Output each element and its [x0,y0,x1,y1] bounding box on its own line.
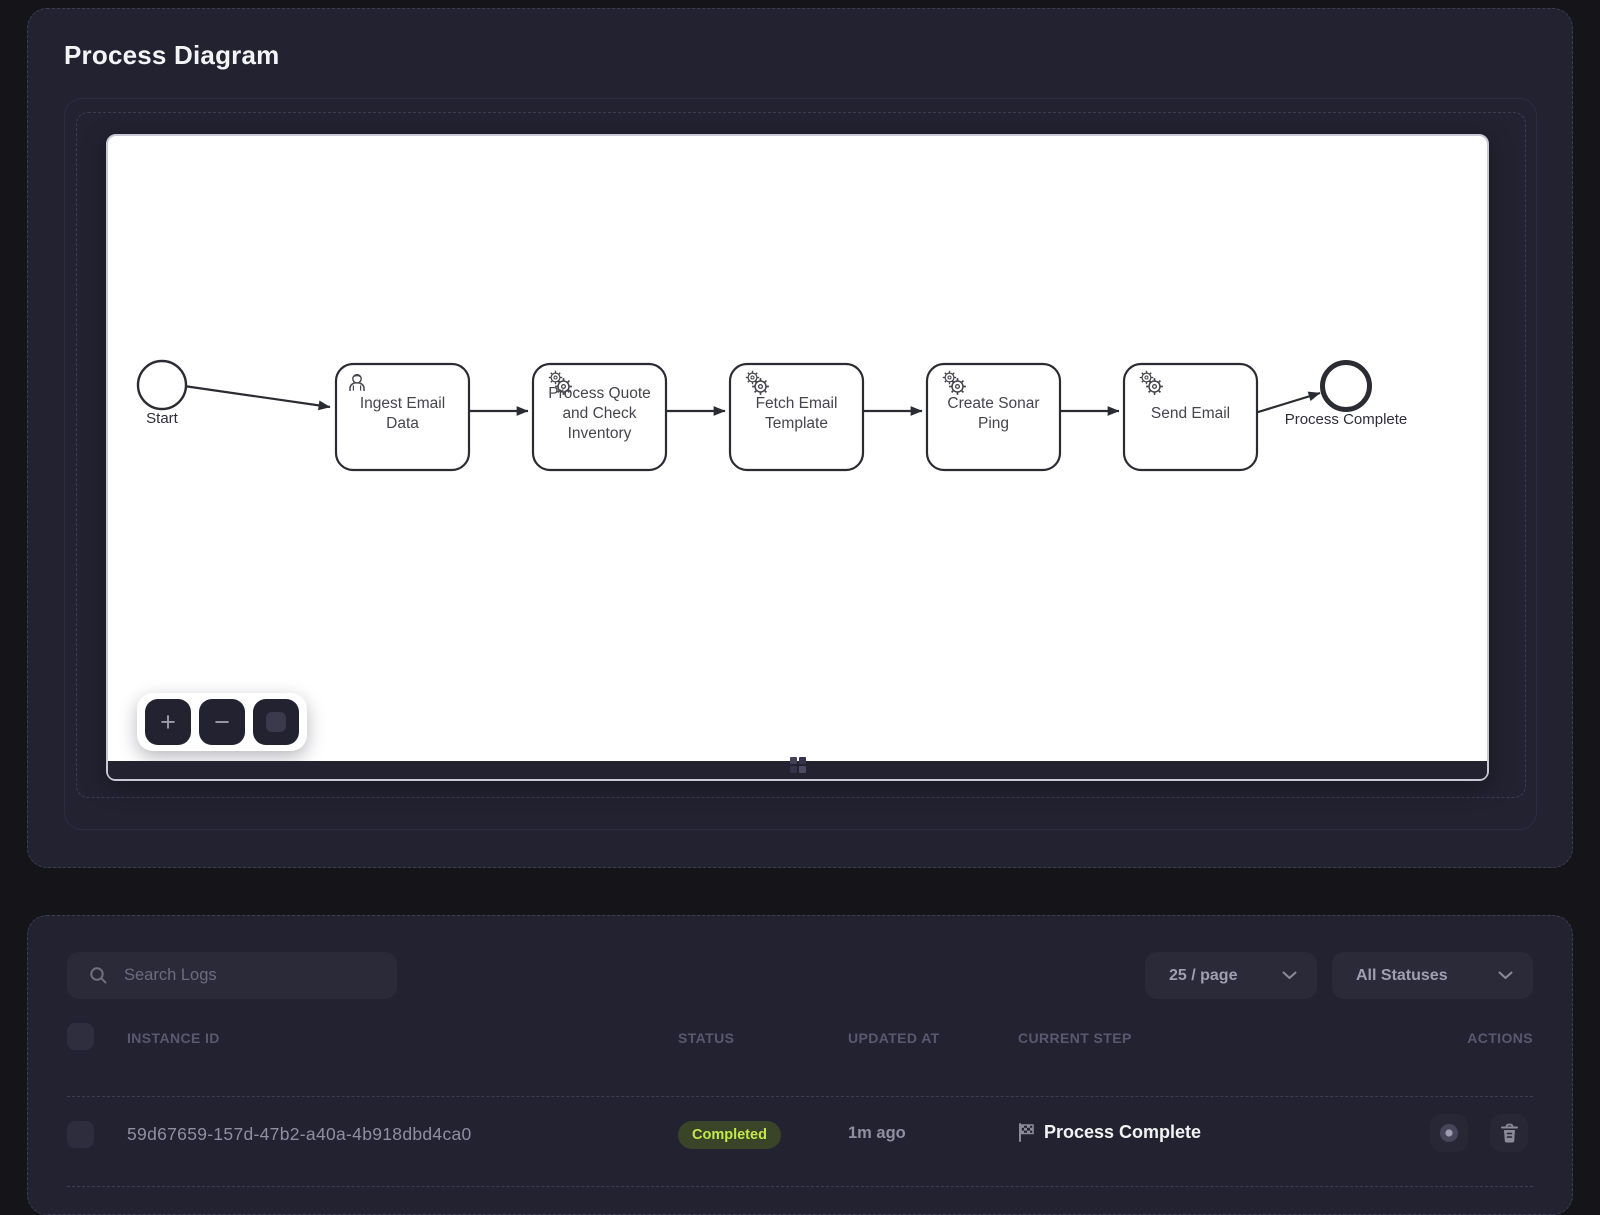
row-divider [67,1186,1533,1187]
task-send-email[interactable]: Send Email [1122,362,1259,472]
canvas-drag-handle[interactable] [789,757,806,773]
minus-icon: − [214,706,230,737]
fit-viewport-button[interactable] [253,699,299,745]
canvas-scrollbar[interactable] [108,757,1487,779]
finish-flag-icon [1019,1123,1034,1142]
zoom-in-button[interactable]: + [145,699,191,745]
search-input[interactable] [122,965,381,986]
search-logs-box [67,952,397,999]
status-filter-value: All Statuses [1356,966,1448,984]
page-size-value: 25 / page [1169,966,1238,984]
zoom-out-button[interactable]: − [199,699,245,745]
sequence-flows [183,384,1321,416]
col-updated-at: UPDATED AT [848,1030,940,1046]
end-event-label: Process Complete [1285,411,1408,428]
status-badge: Completed [678,1121,781,1149]
search-icon [90,967,107,984]
instance-id: 59d67659-157d-47b2-a40a-4b918dbd4ca0 [127,1124,472,1144]
zoom-controls: + − [137,693,307,751]
col-status: STATUS [678,1030,735,1046]
page-title: Process Diagram [64,40,280,70]
start-event[interactable]: Start [136,359,188,427]
diagram-dashed-frame [76,112,1526,798]
page-size-dropdown[interactable]: 25 / page [1145,952,1317,999]
fit-viewport-icon [266,712,286,732]
updated-at: 1m ago [848,1124,906,1142]
col-instance-id: INSTANCE ID [127,1030,220,1046]
current-step-cell: Process Complete [1018,1122,1201,1143]
trash-icon [1500,1123,1518,1142]
col-actions: ACTIONS [1467,1030,1533,1046]
chevron-down-icon [1282,971,1297,979]
view-icon [1440,1124,1458,1142]
status-filter-dropdown[interactable]: All Statuses [1332,952,1533,999]
diagram-outer-frame [64,98,1537,830]
chevron-down-icon [1498,971,1513,979]
select-all-checkbox[interactable] [67,1023,94,1050]
end-event[interactable]: Process Complete [1285,360,1408,429]
row-checkbox[interactable] [67,1121,94,1148]
view-instance-button[interactable] [1430,1114,1468,1152]
task-label: Send Email [1151,405,1230,422]
delete-instance-button[interactable] [1490,1114,1528,1152]
start-event-label: Start [146,410,179,427]
plus-icon: + [160,706,176,737]
current-step: Process Complete [1044,1122,1202,1142]
col-current-step: CURRENT STEP [1018,1030,1132,1046]
row-divider [67,1096,1533,1097]
